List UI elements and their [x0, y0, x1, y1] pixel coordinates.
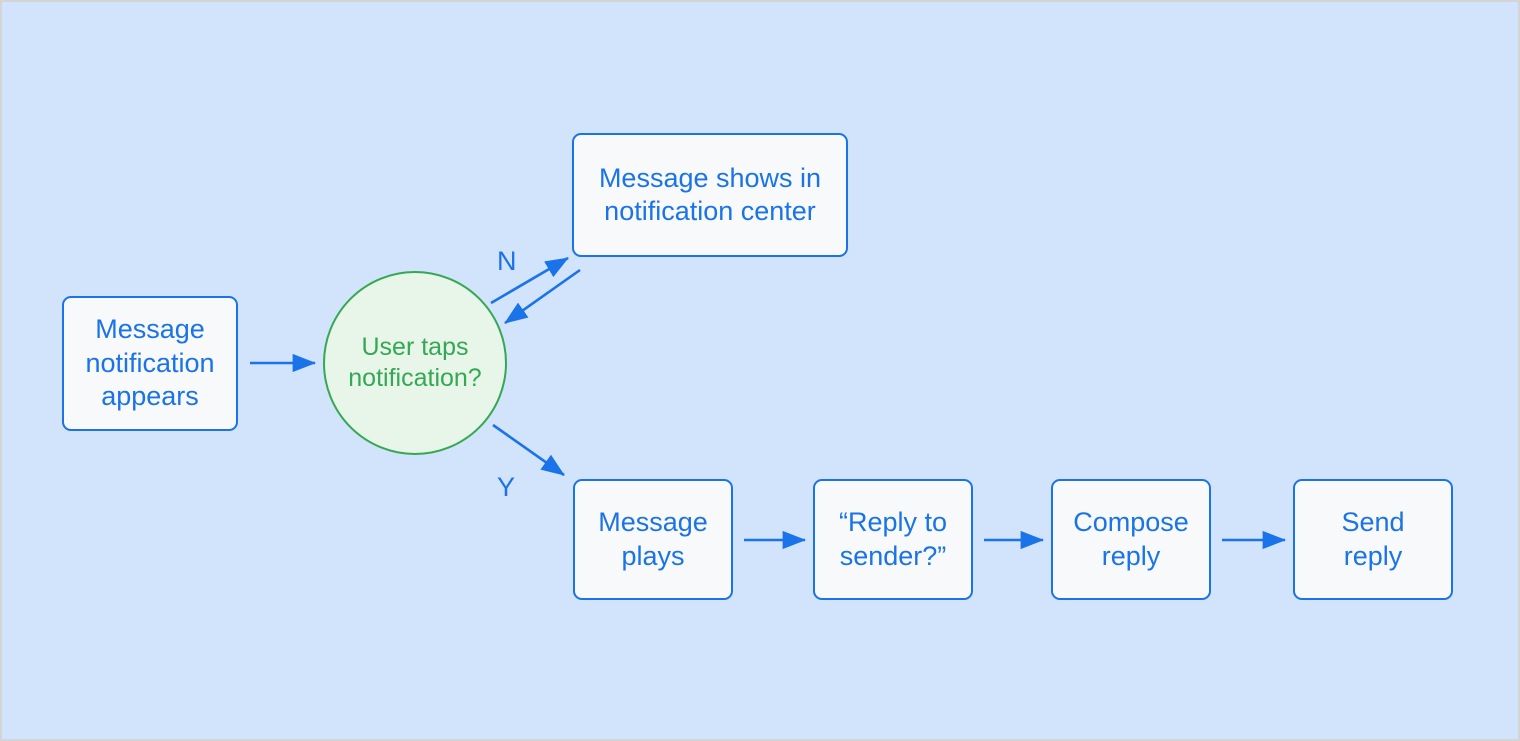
- node-message-notification-appears[interactable]: Message notification appears: [62, 296, 238, 431]
- node-message-plays[interactable]: Message plays: [573, 479, 733, 600]
- node-label: Message plays: [598, 507, 708, 571]
- node-label: User taps notification?: [348, 333, 482, 392]
- node-message-shows-in-notification-center[interactable]: Message shows in notification center: [572, 133, 848, 257]
- node-label: Message notification appears: [85, 314, 215, 412]
- node-send-reply[interactable]: Send reply: [1293, 479, 1453, 600]
- node-label: “Reply to sender?”: [838, 507, 948, 571]
- edge-decision-to-message-plays: [492, 423, 565, 477]
- edge-label-yes: Y: [497, 472, 516, 502]
- node-label: Compose reply: [1073, 507, 1189, 571]
- edge-label-no: N: [497, 246, 517, 276]
- node-user-taps-notification-decision[interactable]: User taps notification?: [323, 271, 507, 455]
- node-compose-reply[interactable]: Compose reply: [1051, 479, 1211, 600]
- node-label: Message shows in notification center: [598, 162, 822, 226]
- node-label: Send reply: [1341, 507, 1405, 571]
- edge-notif-center-to-decision: [504, 268, 581, 325]
- node-reply-to-sender[interactable]: “Reply to sender?”: [813, 479, 973, 600]
